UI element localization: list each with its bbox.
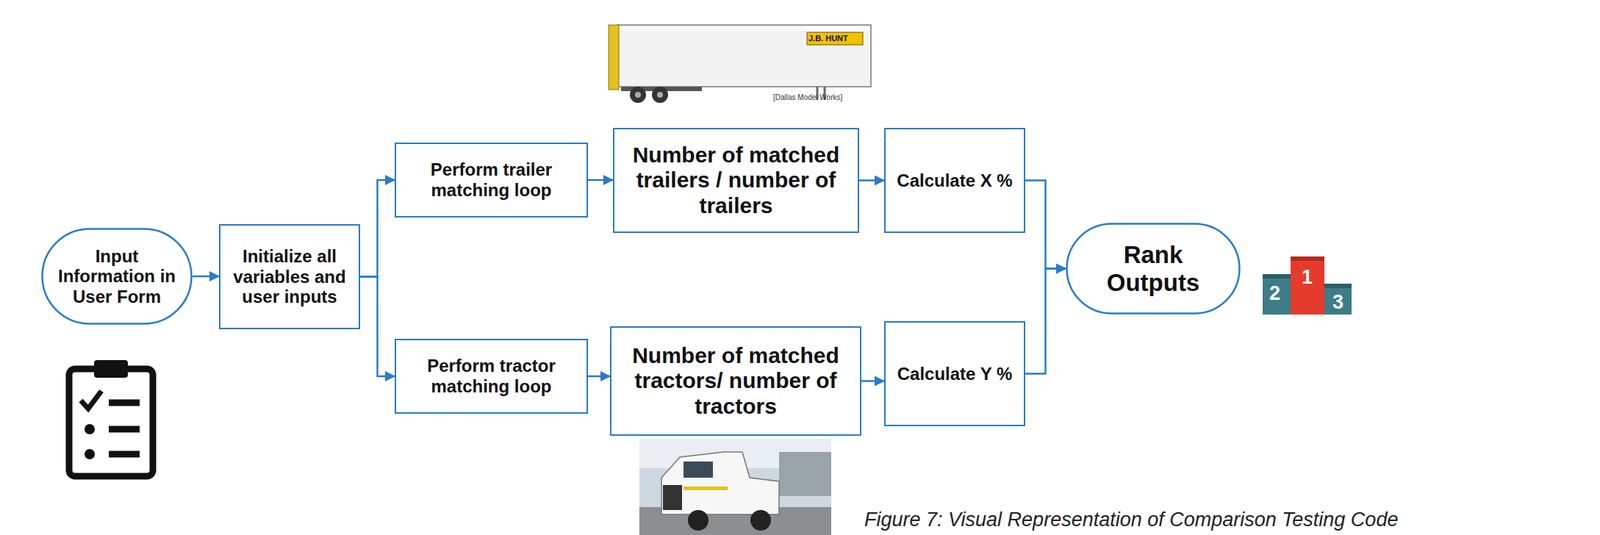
end-terminal: Rank Outputs bbox=[1065, 222, 1241, 315]
node-label: Perform trailer matching loop bbox=[403, 159, 580, 200]
node-label: Number of matched trailers / number of t… bbox=[621, 142, 851, 220]
process-box: Calculate Y % bbox=[884, 321, 1026, 427]
podium-number: 3 bbox=[1332, 291, 1344, 314]
terminal-shape bbox=[1067, 224, 1240, 314]
flow-arrow bbox=[587, 179, 613, 182]
podium-number: 2 bbox=[1269, 282, 1281, 306]
flow-arrow bbox=[587, 375, 611, 378]
flow-arrow bbox=[861, 379, 885, 383]
node-label: Input Information in User Form bbox=[52, 246, 181, 308]
node-label: Calculate X % bbox=[896, 170, 1013, 192]
node-text-group: Perform trailer matching loop bbox=[403, 159, 580, 200]
flow-arrow bbox=[1025, 180, 1066, 269]
clipboard-icon bbox=[69, 360, 153, 477]
terminal-shape bbox=[42, 229, 192, 325]
trailer-picture bbox=[608, 24, 871, 103]
node-text-group: Number of matched tractors/ number of tr… bbox=[618, 343, 853, 420]
node-text-group: Initialize all variables and user inputs bbox=[226, 246, 353, 308]
node-label: Initialize all variables and user inputs bbox=[226, 246, 353, 308]
flow-arrow bbox=[360, 277, 395, 378]
node-text-group: Input Information in User Form bbox=[52, 246, 181, 308]
node-label: Rank Outputs bbox=[1098, 241, 1209, 297]
image-credit: [Dallas Model Works] bbox=[773, 93, 843, 102]
podium-number: 1 bbox=[1301, 266, 1313, 289]
flow-arrow bbox=[360, 180, 395, 278]
process-box: Number of matched tractors/ number of tr… bbox=[610, 326, 862, 436]
truck-picture bbox=[639, 438, 832, 535]
node-label: Calculate Y % bbox=[897, 363, 1013, 385]
node-label: Perform tractor matching loop bbox=[403, 355, 580, 397]
start-terminal: Input Information in User Form bbox=[41, 227, 193, 325]
node-text-group: Calculate Y % bbox=[897, 363, 1013, 385]
figure-caption: Figure 7: Visual Representation of Compa… bbox=[864, 509, 1398, 532]
flow-arrow bbox=[1025, 268, 1066, 375]
node-text-group: Perform tractor matching loop bbox=[403, 355, 580, 397]
node-text-group: Number of matched trailers / number of t… bbox=[621, 142, 851, 220]
process-box: Initialize all variables and user inputs bbox=[219, 224, 361, 330]
process-box: Number of matched trailers / number of t… bbox=[612, 127, 860, 233]
trailer-logo-text: J.B. HUNT bbox=[808, 33, 849, 43]
process-box: Calculate X % bbox=[884, 127, 1026, 233]
flow-arrow bbox=[192, 275, 220, 278]
process-box: Perform trailer matching loop bbox=[394, 142, 588, 218]
podium-icon bbox=[1262, 256, 1352, 315]
node-text-group: Rank Outputs bbox=[1098, 241, 1209, 297]
node-label: Number of matched tractors/ number of tr… bbox=[618, 343, 853, 420]
process-box: Perform tractor matching loop bbox=[394, 338, 588, 414]
node-text-group: Calculate X % bbox=[896, 170, 1013, 192]
flow-arrow bbox=[859, 179, 885, 182]
